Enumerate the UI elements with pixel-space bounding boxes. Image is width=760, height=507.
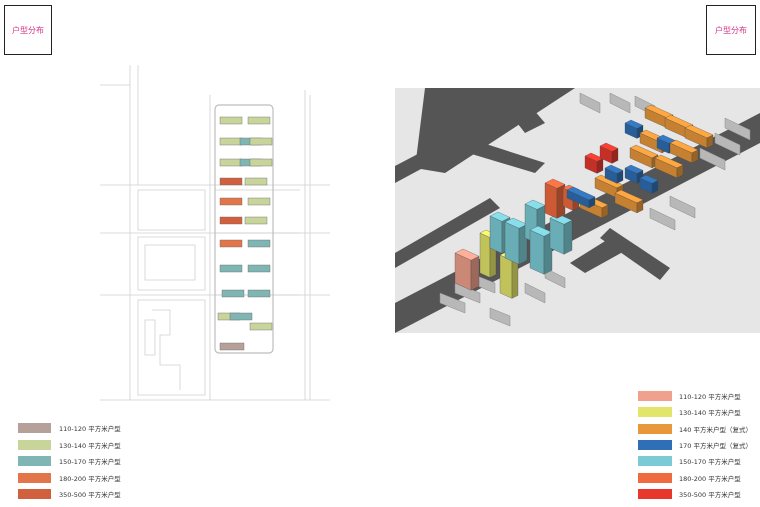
legend-item: 110-120 平方米户型 <box>18 423 121 433</box>
plan-building <box>247 239 271 248</box>
plan-building <box>249 158 273 167</box>
aerial-building <box>584 152 604 174</box>
aerial-building <box>669 139 699 164</box>
plan-building <box>249 137 273 146</box>
legend-item: 140 平方米户型（复式） <box>638 423 752 434</box>
plan-building <box>219 137 243 146</box>
plan-building <box>247 197 271 206</box>
aerial-building <box>599 142 619 164</box>
aerial-building <box>504 217 528 265</box>
aerial-building <box>529 225 553 275</box>
legend-swatch <box>18 472 51 483</box>
plan-building <box>249 322 273 331</box>
plan-building <box>244 216 268 225</box>
legend-swatch <box>18 423 51 433</box>
plan-building <box>247 116 271 125</box>
legend-label: 140 平方米户型（复式） <box>679 425 752 434</box>
plan-building-blocks <box>217 116 273 351</box>
plan-building <box>247 289 271 298</box>
legend-label: 150-170 平方米户型 <box>679 458 741 467</box>
aerial-context-buildings <box>439 92 751 327</box>
site-plan-map <box>100 65 330 401</box>
legend-item: 350-500 平方米户型 <box>638 488 741 499</box>
plan-building <box>219 158 243 167</box>
plan-building <box>247 264 271 273</box>
aerial-building <box>566 186 596 209</box>
aerial-building <box>639 174 659 194</box>
legend-label: 180-200 平方米户型 <box>59 474 121 483</box>
aerial-building <box>604 164 624 184</box>
legend-label: 110-120 平方米户型 <box>59 425 121 433</box>
aerial-building <box>549 213 573 255</box>
legend-label: 180-200 平方米户型 <box>679 474 741 483</box>
aerial-building <box>544 178 566 219</box>
legend-swatch <box>638 439 672 450</box>
legend-label: 130-140 平方米户型 <box>679 409 741 418</box>
legend-item: 150-170 平方米户型 <box>638 456 741 467</box>
legend-label: 350-500 平方米户型 <box>679 490 741 499</box>
page-title-left: 户型分布 <box>12 25 44 35</box>
legend-label: 170 平方米户型（复式） <box>679 441 752 450</box>
plan-building <box>219 342 245 351</box>
aerial-building <box>684 124 714 149</box>
aerial-building <box>454 248 480 291</box>
legend-swatch <box>18 439 51 450</box>
plan-building <box>244 177 268 186</box>
legend-item: 180-200 平方米户型 <box>638 472 741 483</box>
legend-item: 130-140 平方米户型 <box>638 407 741 418</box>
aerial-roads <box>395 88 760 333</box>
legend-item: 170 平方米户型（复式） <box>638 439 752 450</box>
plan-building <box>219 116 243 125</box>
page-title-right: 户型分布 <box>715 25 747 35</box>
plan-building <box>221 289 245 298</box>
plan-building <box>219 239 243 248</box>
legend-item: 180-200 平方米户型 <box>18 472 121 483</box>
legend-item: 110-120 平方米户型 <box>638 391 741 401</box>
aerial-building <box>614 189 644 214</box>
legend-label: 130-140 平方米户型 <box>59 441 121 450</box>
plan-building <box>229 312 253 321</box>
legend-item: 130-140 平方米户型 <box>18 439 121 450</box>
aerial-massing-view <box>395 88 760 333</box>
legend-swatch <box>638 391 672 401</box>
legend-item: 150-170 平方米户型 <box>18 456 121 466</box>
plan-building <box>219 197 243 206</box>
title-box-left: 户型分布 <box>4 5 52 55</box>
legend-swatch <box>638 456 672 467</box>
plan-site-boundary <box>214 104 274 354</box>
legend-label: 110-120 平方米户型 <box>679 393 741 401</box>
legend-swatch <box>638 407 672 418</box>
plan-building <box>219 264 243 273</box>
legend-swatch <box>18 456 51 466</box>
title-box-right: 户型分布 <box>706 5 756 55</box>
legend-label: 150-170 平方米户型 <box>59 458 121 466</box>
legend-swatch <box>18 489 51 499</box>
legend-swatch <box>638 472 672 483</box>
legend-item: 350-500 平方米户型 <box>18 489 121 499</box>
aerial-building <box>654 154 684 179</box>
plan-building <box>219 177 243 186</box>
legend-label: 350-500 平方米户型 <box>59 491 121 499</box>
plan-building <box>219 216 243 225</box>
legend-swatch <box>638 423 672 434</box>
legend-swatch <box>638 488 672 499</box>
aerial-building-masses <box>454 104 714 299</box>
aerial-building <box>624 164 644 184</box>
